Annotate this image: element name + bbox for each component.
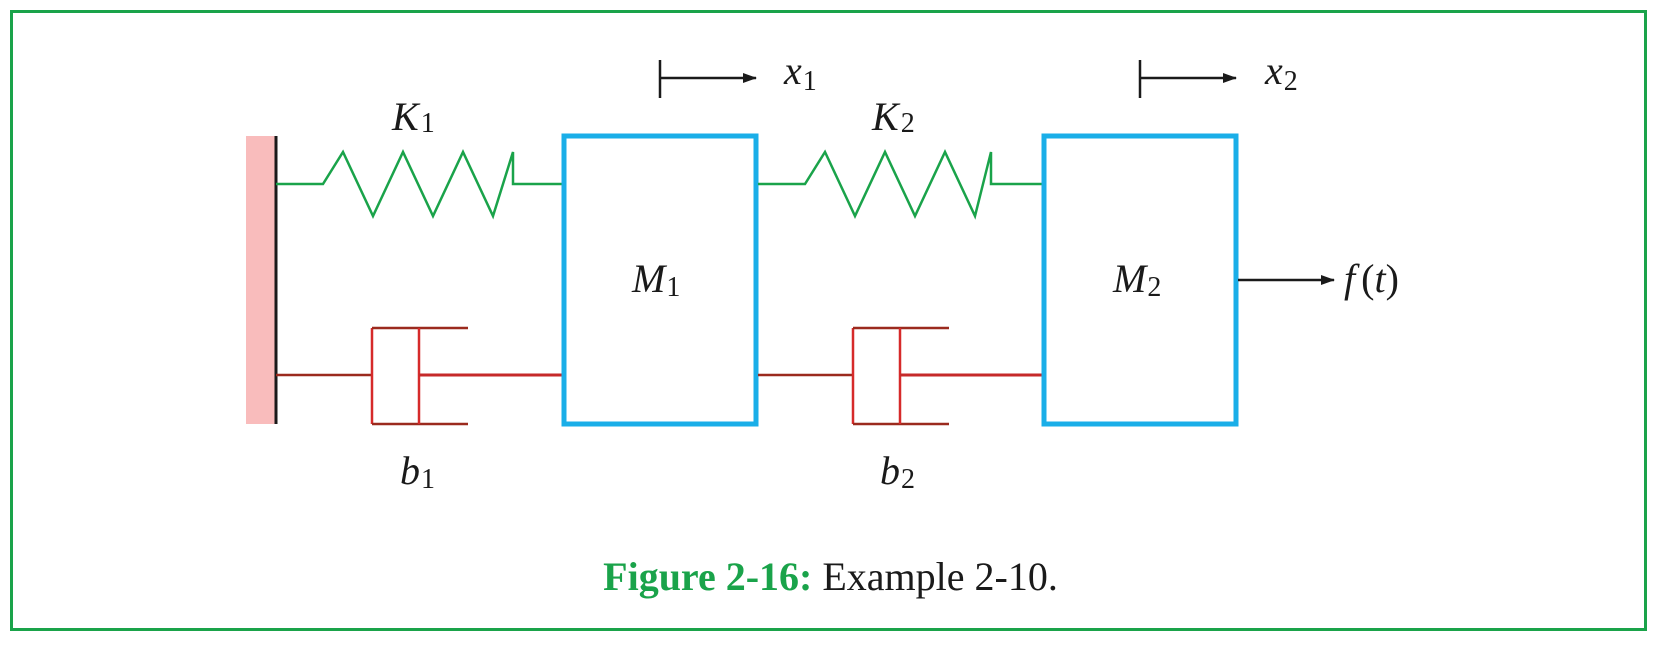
displacement-x1-arrow: [658, 60, 757, 98]
displacement-x2-label: x2: [1264, 48, 1298, 97]
damper-b2: [758, 326, 1042, 426]
mass-m2-block: [1041, 133, 1239, 427]
spring-k1: [276, 149, 562, 220]
figure-frame: [10, 10, 1647, 631]
fixed-wall: [246, 136, 276, 424]
spring-k1-label: K1: [391, 94, 435, 139]
mass-m1-label: M1: [631, 256, 680, 303]
caption-text: Example 2-10.: [812, 554, 1058, 599]
spring-k2-label: K2: [871, 94, 915, 139]
mass-m2-label: M2: [1112, 256, 1161, 303]
damper-b1: [276, 326, 562, 426]
damper-b2-label: b2: [880, 448, 915, 495]
damper-b1-label: b1: [400, 448, 435, 495]
caption-label: Figure 2-16:: [603, 554, 813, 599]
figure-caption: Figure 2-16: Example 2-10.: [0, 553, 1661, 600]
mass-m1-block: [561, 133, 759, 427]
force-label: f(t): [1344, 256, 1399, 301]
spring-k2: [758, 149, 1042, 220]
displacement-x2-arrow: [1138, 60, 1237, 98]
displacement-x1-label: x1: [783, 48, 817, 97]
